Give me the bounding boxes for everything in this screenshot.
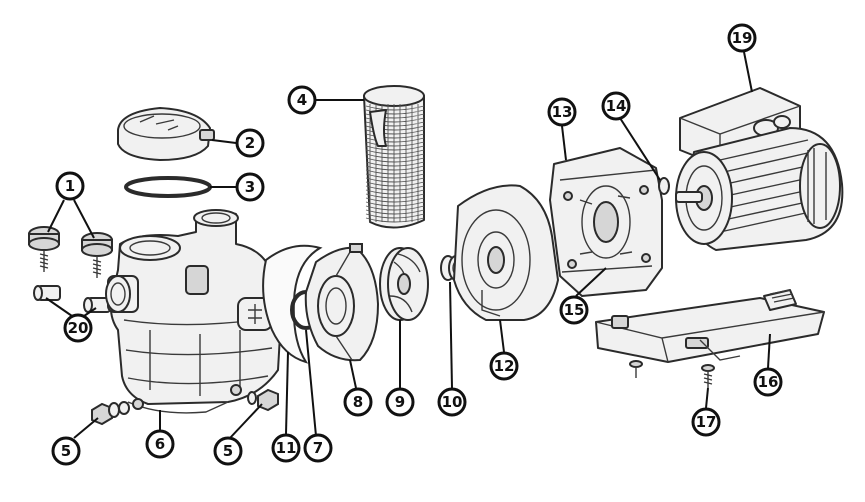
part-washer	[658, 177, 670, 195]
part-knob-screws	[28, 226, 113, 278]
part-impeller	[379, 247, 429, 321]
callout-19: 19	[727, 23, 757, 53]
part-strainer-basket	[363, 85, 425, 229]
callout-3: 3	[235, 172, 265, 202]
part-lid	[117, 107, 215, 161]
svg-text:20: 20	[68, 319, 89, 337]
svg-text:7: 7	[313, 439, 323, 457]
callout-11: 11	[271, 433, 301, 463]
callouts: 1 2 3 4 5 5 6 7 8 9 10 11 12 13 14 15 16…	[51, 23, 783, 466]
callout-17: 17	[691, 407, 721, 437]
svg-text:16: 16	[758, 373, 779, 391]
part-drain-screws	[91, 388, 279, 426]
callout-9: 9	[385, 387, 415, 417]
svg-text:3: 3	[245, 178, 255, 196]
svg-text:10: 10	[442, 393, 463, 411]
svg-text:13: 13	[552, 103, 573, 121]
svg-text:19: 19	[732, 29, 753, 47]
callout-13: 13	[547, 97, 577, 127]
part-seal-plate	[453, 184, 559, 321]
svg-text:9: 9	[395, 393, 405, 411]
part-mounting-flange	[549, 147, 663, 297]
part-pump-housing	[105, 209, 283, 414]
svg-text:8: 8	[353, 393, 363, 411]
part-motor	[675, 87, 844, 251]
svg-text:2: 2	[245, 134, 255, 152]
svg-text:11: 11	[276, 439, 297, 457]
callout-5-left: 5	[51, 436, 81, 466]
callout-5-right: 5	[213, 436, 243, 466]
svg-text:5: 5	[223, 442, 233, 460]
callout-7: 7	[303, 433, 333, 463]
svg-text:5: 5	[61, 442, 71, 460]
part-drain-plugs	[33, 285, 111, 313]
callout-12: 12	[489, 351, 519, 381]
callout-8: 8	[343, 387, 373, 417]
callout-4: 4	[287, 85, 317, 115]
callout-2: 2	[235, 128, 265, 158]
svg-text:15: 15	[564, 301, 585, 319]
callout-1: 1	[55, 171, 85, 201]
callout-14: 14	[601, 91, 631, 121]
svg-text:12: 12	[494, 357, 515, 375]
callout-15: 15	[559, 295, 589, 325]
callout-6: 6	[145, 429, 175, 459]
svg-text:4: 4	[297, 91, 307, 109]
part-oring-lid	[124, 176, 212, 198]
svg-text:1: 1	[65, 177, 75, 195]
callout-16: 16	[753, 367, 783, 397]
leader-lines	[45, 51, 771, 439]
callout-10: 10	[437, 387, 467, 417]
part-base	[595, 289, 825, 363]
svg-text:17: 17	[696, 413, 717, 431]
svg-text:6: 6	[155, 435, 165, 453]
callout-20: 20	[63, 313, 93, 343]
part-diffuser	[304, 243, 379, 362]
svg-text:14: 14	[606, 97, 627, 115]
part-base-screws	[629, 360, 715, 388]
